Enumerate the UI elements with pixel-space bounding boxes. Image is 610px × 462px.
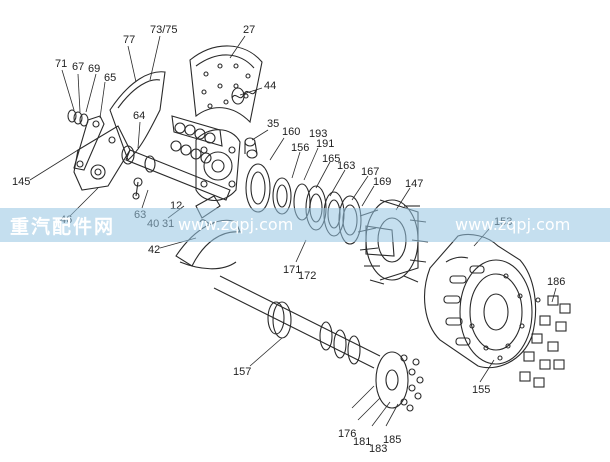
callout-71: 71 xyxy=(55,58,68,70)
watermark-url-right: www.zqpj.com xyxy=(455,215,571,234)
callout-157: 157 xyxy=(233,366,252,378)
callout-167: 167 xyxy=(361,166,380,178)
callout-64: 64 xyxy=(133,110,146,122)
callout-191: 191 xyxy=(316,138,335,150)
axle-washers xyxy=(319,321,361,365)
callout-193: 193 xyxy=(309,128,328,140)
callout-183: 183 xyxy=(369,443,388,455)
watermark-band: 重汽配件网 www.zqpj.com www.zqpj.com xyxy=(0,208,610,242)
callout-165: 165 xyxy=(322,153,341,165)
watermark-site-name: 重汽配件网 xyxy=(10,216,116,238)
brake-drum xyxy=(424,233,537,369)
callout-181: 181 xyxy=(353,436,372,448)
callout-147: 147 xyxy=(405,178,424,190)
callout-69: 69 xyxy=(88,63,101,75)
callout-160: 160 xyxy=(282,126,301,138)
callout-169: 169 xyxy=(373,176,392,188)
axle-flange xyxy=(375,351,424,412)
callout-145: 145 xyxy=(12,176,31,188)
callout-185: 185 xyxy=(383,434,402,446)
return-spring xyxy=(231,87,257,105)
callout-176: 176 xyxy=(338,428,357,440)
shoe-rollers xyxy=(244,137,258,159)
callout-67: 67 xyxy=(72,61,85,73)
brake-lining-top xyxy=(189,45,263,124)
callout-35: 35 xyxy=(267,118,280,130)
callout-73-75: 73/75 xyxy=(150,24,178,36)
oil-seal xyxy=(245,163,271,213)
camshaft xyxy=(121,145,231,201)
shoe-web xyxy=(170,115,223,164)
callout-155: 155 xyxy=(472,384,491,396)
camshaft-bracket xyxy=(73,125,131,191)
callout-171: 171 xyxy=(283,264,302,276)
callout-27: 27 xyxy=(243,24,256,36)
callout-186: 186 xyxy=(547,276,566,288)
callout-42: 42 xyxy=(148,244,161,256)
callout-163: 163 xyxy=(337,160,356,172)
dust-shield xyxy=(109,71,166,161)
watermark-url-middle: www.zqpj.com xyxy=(178,215,294,234)
callout-65: 65 xyxy=(104,72,117,84)
wheel-nuts xyxy=(497,295,571,388)
axle-shaft xyxy=(213,275,381,369)
spring-pins xyxy=(67,109,89,127)
callout-77: 77 xyxy=(123,34,136,46)
callout-44: 44 xyxy=(264,80,277,92)
callout-156: 156 xyxy=(291,142,310,154)
anchor-spider xyxy=(195,129,241,202)
callout-172: 172 xyxy=(298,270,317,282)
